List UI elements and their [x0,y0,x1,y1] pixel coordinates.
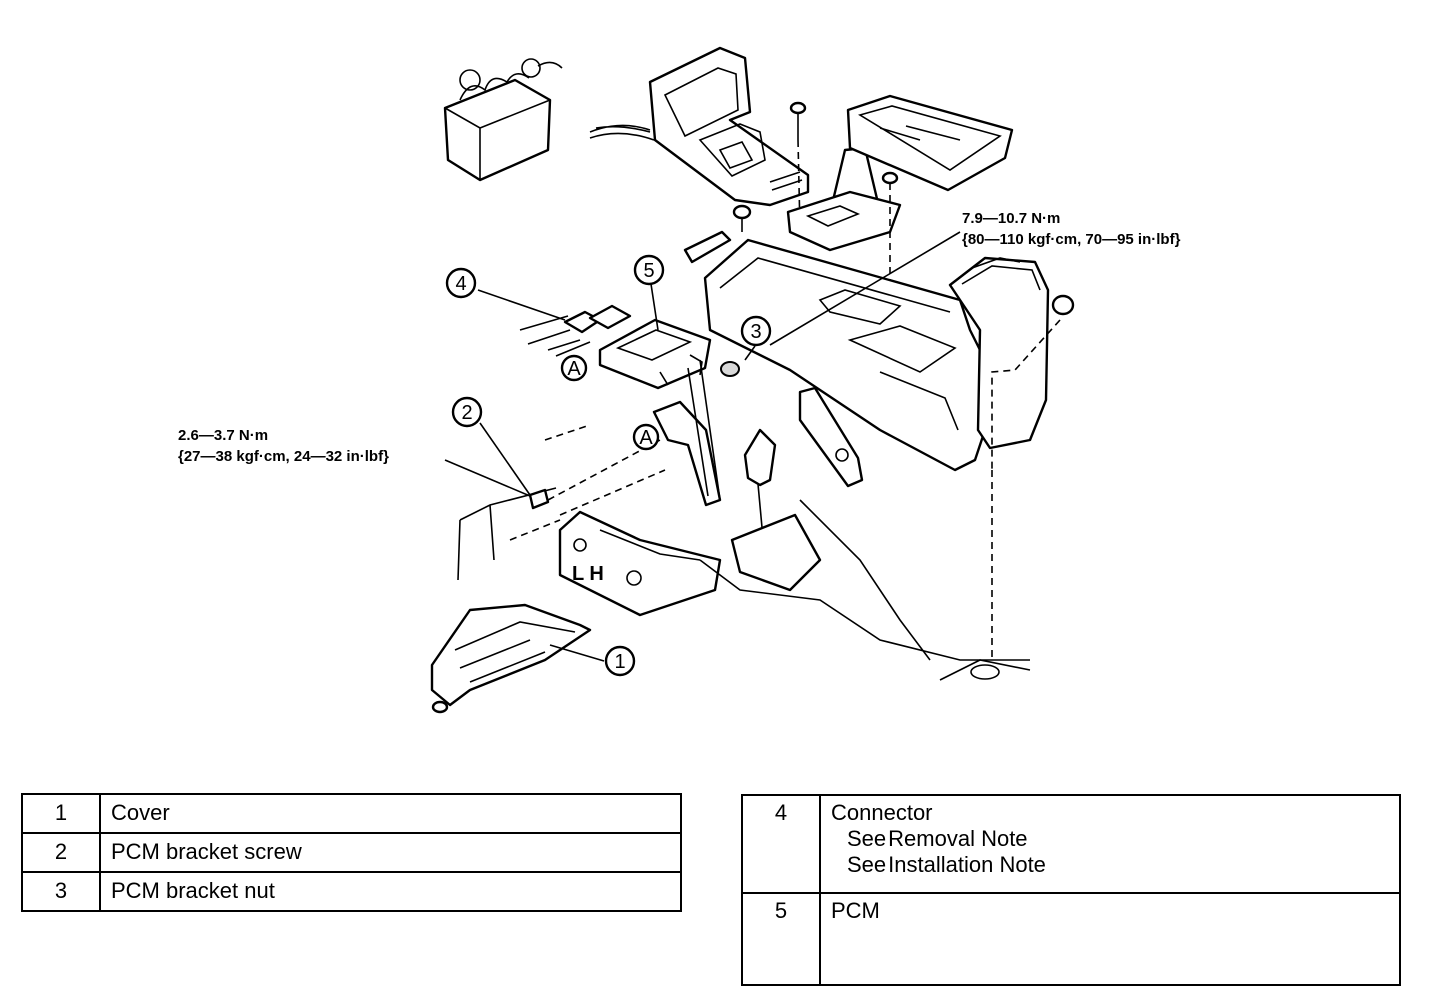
connector-group [519,304,632,357]
legend-row: 2 PCM bracket screw [21,832,682,873]
pcm-module [598,318,712,390]
floor-tunnel [457,470,1031,681]
legend-row: 1 Cover [21,793,682,834]
legend-row: 4 Connector SeeRemoval Note SeeInstallat… [741,794,1401,894]
legend-number: 1 [21,793,101,834]
legend-number: 5 [741,892,821,986]
lever-bracket [798,386,864,488]
armrest-marking: L H [572,563,604,585]
small-bracket [683,204,752,264]
svg-text:1: 1 [614,651,625,673]
svg-text:A: A [639,427,653,449]
pcm-bracket [652,359,722,507]
pcm-bracket-screw [528,488,550,510]
exploded-view-diagram: L H [178,46,1181,714]
legend-number: 3 [21,871,101,912]
legend-description: PCM bracket nut [99,871,682,912]
leader-lines [444,231,961,662]
shifter-boot [786,146,902,252]
legend-description: PCM [819,892,1401,986]
callout-1: 1 [604,645,636,677]
parts-legend-right: 4 Connector SeeRemoval Note SeeInstallat… [741,794,1401,986]
legend-row: 5 PCM [741,892,1401,986]
see-label: See [847,852,887,877]
svg-text:2: 2 [461,402,472,424]
console-body [703,238,987,472]
storage-tray [846,94,1014,192]
torque-spec-top: 7.9—10.7 N·m {80—110 kgf·cm, 70—95 in·lb… [962,210,1181,248]
callout-3: 3 [740,315,772,347]
removal-note-line: SeeRemoval Note [831,826,1399,852]
torque-spec-left: 2.6—3.7 N·m {27—38 kgf·cm, 24—32 in·lbf} [178,427,389,465]
side-bracket: L H [558,510,722,617]
shift-lever [730,428,822,592]
callout-2: 2 [451,396,483,428]
legend-description: Connector [831,800,933,825]
armrest-lid [948,256,1075,470]
removal-note-link[interactable]: Removal Note [888,826,1028,851]
wiring-harness [589,124,655,141]
center-panel-bezel [648,46,810,207]
see-label: See [847,826,887,851]
legend-description-cell: Connector SeeRemoval Note SeeInstallatio… [819,794,1401,894]
pcm-bracket-nut [720,361,740,377]
svg-text:A: A [567,358,581,380]
legend-row: 3 PCM bracket nut [21,871,682,912]
callout-4: 4 [445,267,477,299]
callout-a-pcm: A [560,354,588,382]
callout-5: 5 [633,254,665,286]
cover-illustration [430,603,592,714]
torque-left-line1: 2.6—3.7 N·m [178,427,268,444]
parts-legend-left: 1 Cover 2 PCM bracket screw 3 PCM bracke… [21,793,682,912]
svg-text:5: 5 [643,260,654,282]
svg-text:4: 4 [455,273,466,295]
legend-description: PCM bracket screw [99,832,682,873]
alignment-lines [509,424,666,541]
legend-number: 4 [741,794,821,894]
installation-note-link[interactable]: Installation Note [888,852,1046,877]
torque-top-line2: {80—110 kgf·cm, 70—95 in·lbf} [962,231,1181,248]
torque-top-line1: 7.9—10.7 N·m [962,210,1060,227]
torque-left-line2: {27—38 kgf·cm, 24—32 in·lbf} [178,448,389,465]
installation-note-line: SeeInstallation Note [831,852,1399,878]
callout-a-bracket: A [632,423,660,451]
svg-text:3: 3 [750,321,761,343]
legend-description: Cover [99,793,682,834]
battery-illustration [443,58,563,182]
legend-number: 2 [21,832,101,873]
